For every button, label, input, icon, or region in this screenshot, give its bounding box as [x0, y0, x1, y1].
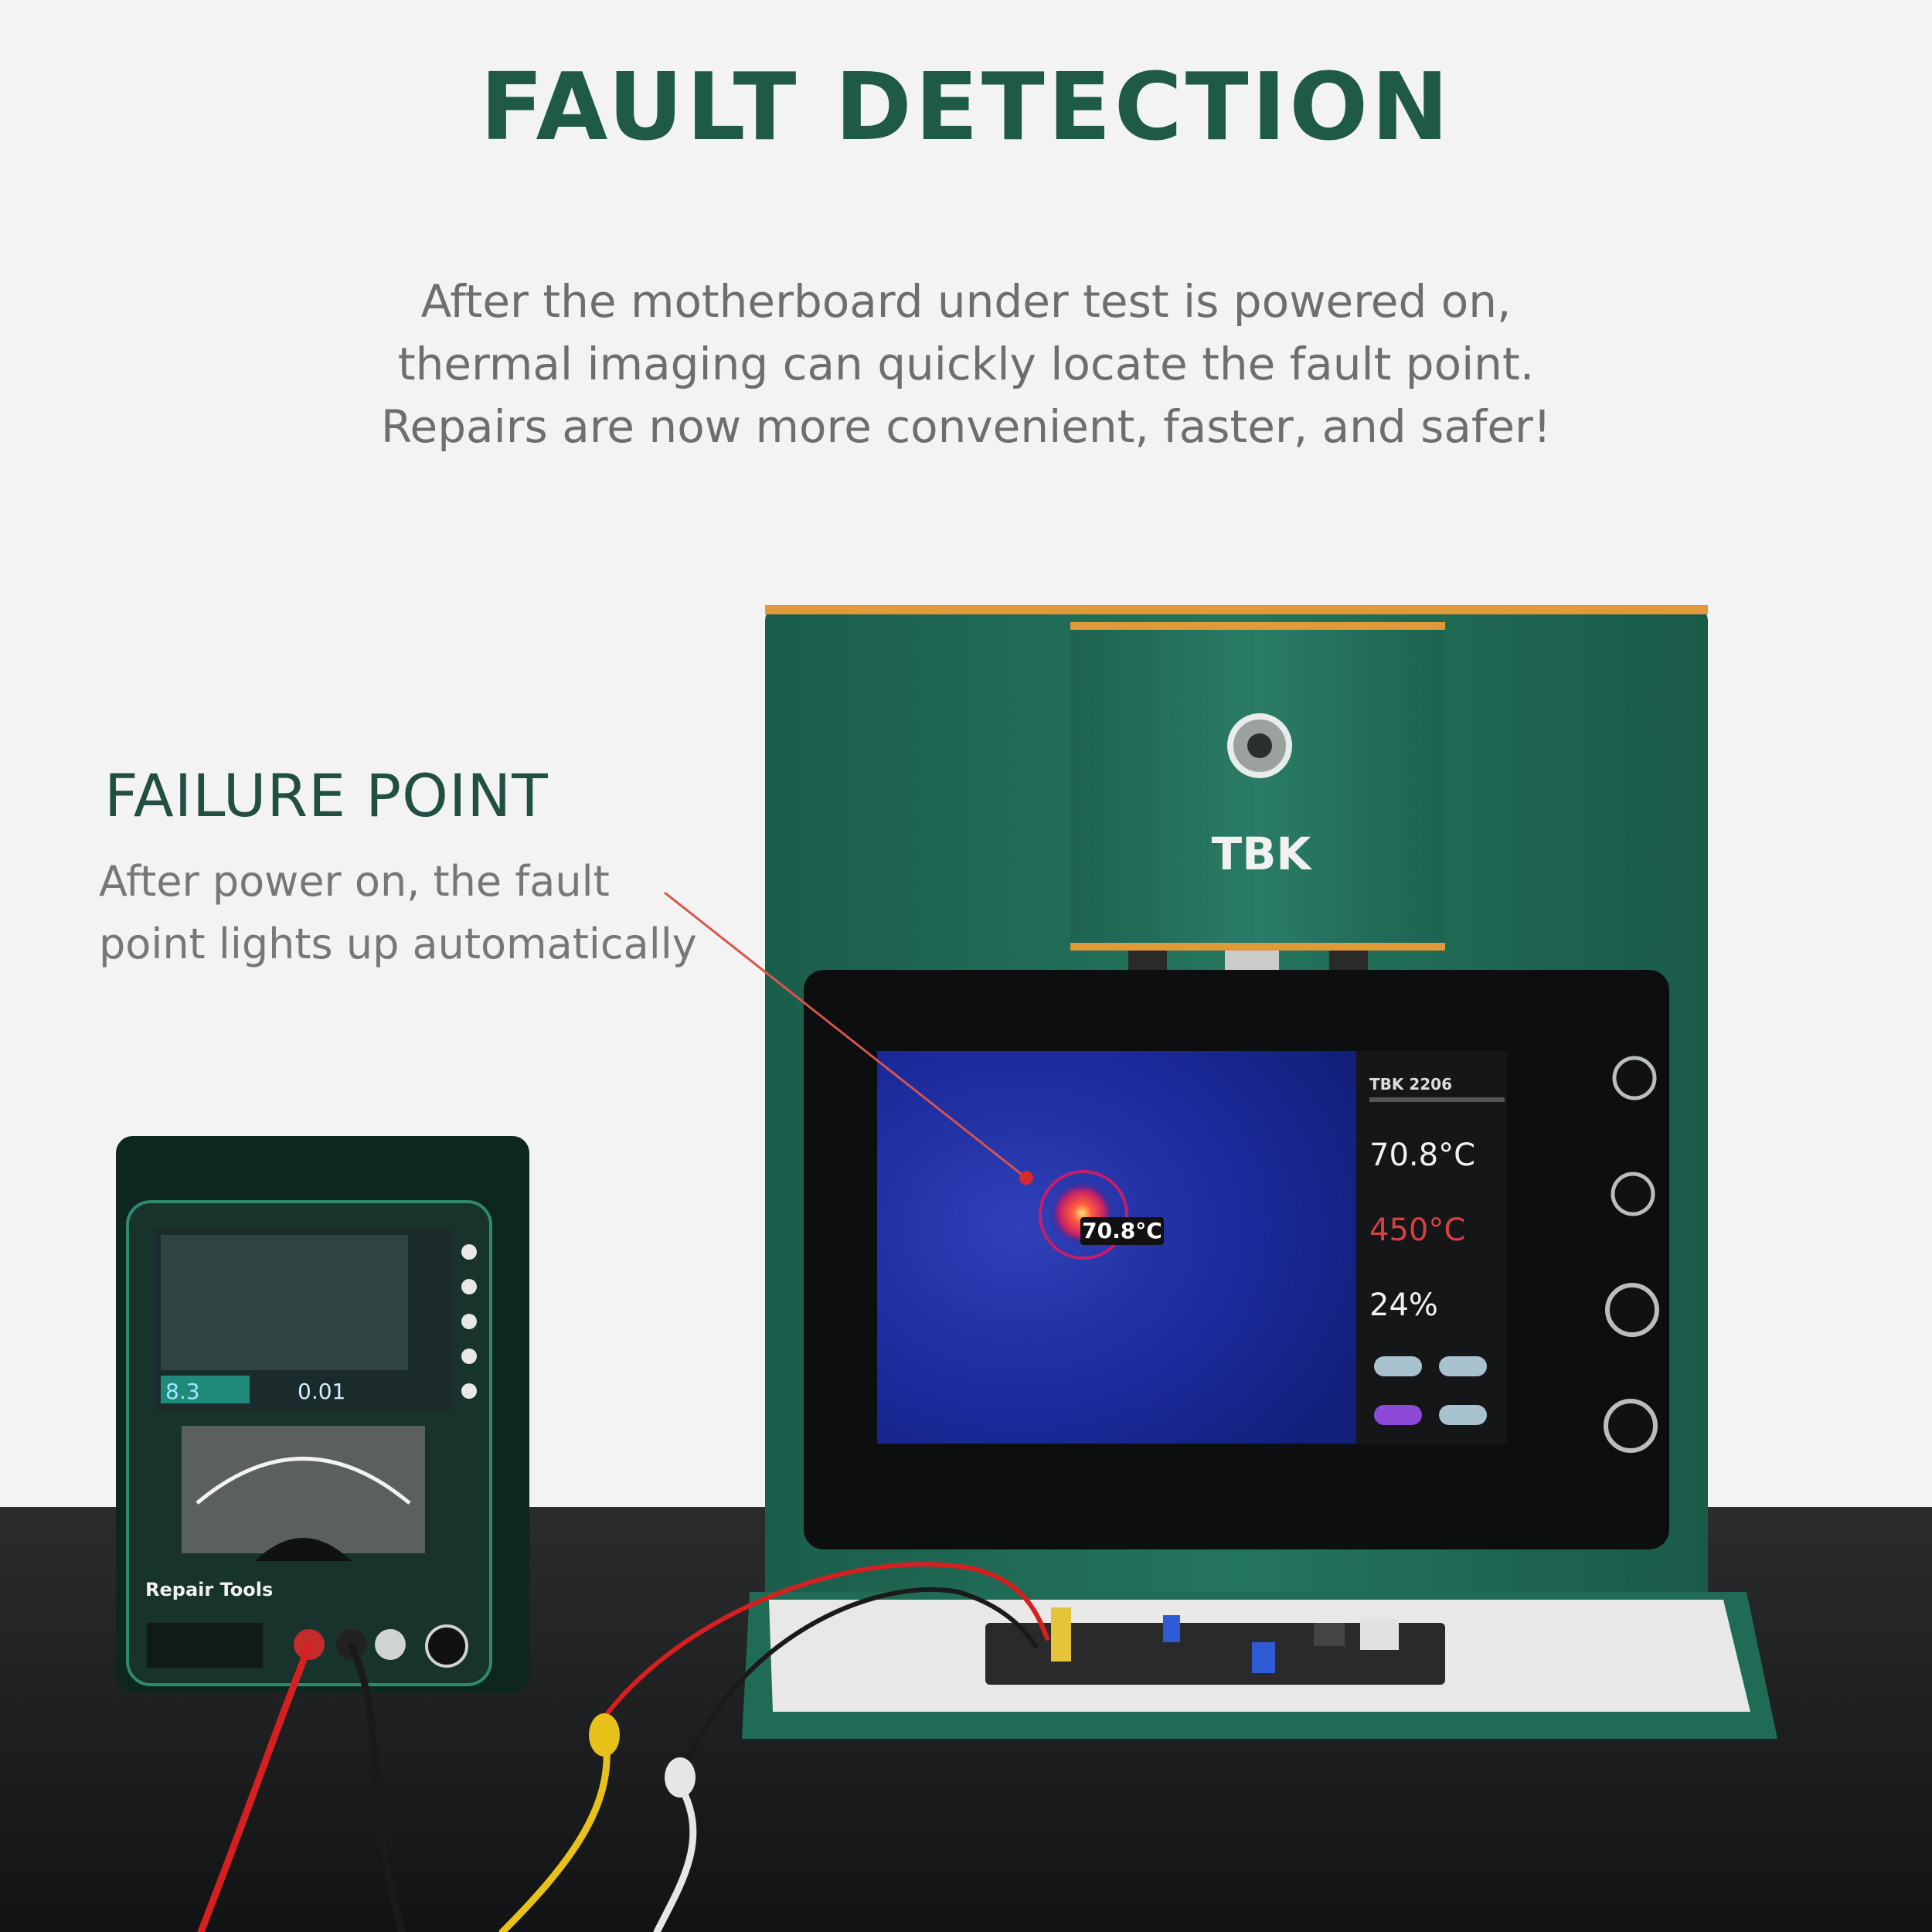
headline: FAULT DETECTION [480, 54, 1452, 162]
failure-point-line-1: After power on, the fault [99, 857, 610, 906]
intro-text: After the motherboard under test is powe… [0, 270, 1932, 458]
analog-meter [182, 1426, 425, 1553]
thermal-image [877, 1051, 1356, 1444]
intro-line-1: After the motherboard under test is powe… [420, 275, 1512, 328]
callout-dot [1019, 1171, 1033, 1185]
thermal-imaging-station: TBK 70.8°C TBK 2206 70.8°C 450°C 24% [742, 605, 1777, 1739]
knob-3 [1605, 1283, 1659, 1337]
failure-point-line-2: point lights up automatically [99, 920, 697, 968]
supply-brand: Repair Tools [145, 1579, 273, 1600]
hotspot-label: 70.8°C [1082, 1218, 1162, 1243]
panel-pill-1 [1374, 1356, 1422, 1376]
readout-set: 450°C [1369, 1213, 1465, 1248]
lcd-current: 0.01 [298, 1379, 345, 1404]
intro-line-3: Repairs are now more convenient, faster,… [380, 400, 1552, 453]
failure-point-text: After power on, the fault point lights u… [99, 850, 697, 975]
knob-1 [1612, 1056, 1657, 1100]
intro-line-2: thermal imaging can quickly locate the f… [397, 338, 1535, 390]
readout-temp: 70.8°C [1369, 1138, 1475, 1173]
model-label: TBK 2206 [1369, 1075, 1452, 1094]
panel-pill-2 [1439, 1356, 1487, 1376]
panel-pill-4 [1439, 1405, 1487, 1425]
device-brand: TBK [1212, 828, 1313, 880]
hotspot-target-ring [1039, 1170, 1128, 1260]
white-clip [665, 1757, 696, 1798]
readout-panel: TBK 2206 70.8°C 450°C 24% [1356, 1051, 1507, 1444]
lcd-voltage: 8.3 [165, 1379, 200, 1404]
camera-head: TBK [1070, 622, 1445, 1014]
callout-line [664, 891, 1025, 1178]
power-supply: 8.3 0.01 Repair Tools [116, 1136, 529, 1692]
panel-pill-3 [1374, 1405, 1422, 1425]
test-leads [197, 1562, 1049, 1932]
readout-percent: 24% [1369, 1287, 1438, 1323]
knob-4 [1604, 1399, 1658, 1453]
yellow-clip [589, 1713, 620, 1757]
motherboard [985, 1607, 1445, 1685]
failure-point-title: FAILURE POINT [104, 761, 549, 830]
knob-2 [1611, 1172, 1655, 1216]
